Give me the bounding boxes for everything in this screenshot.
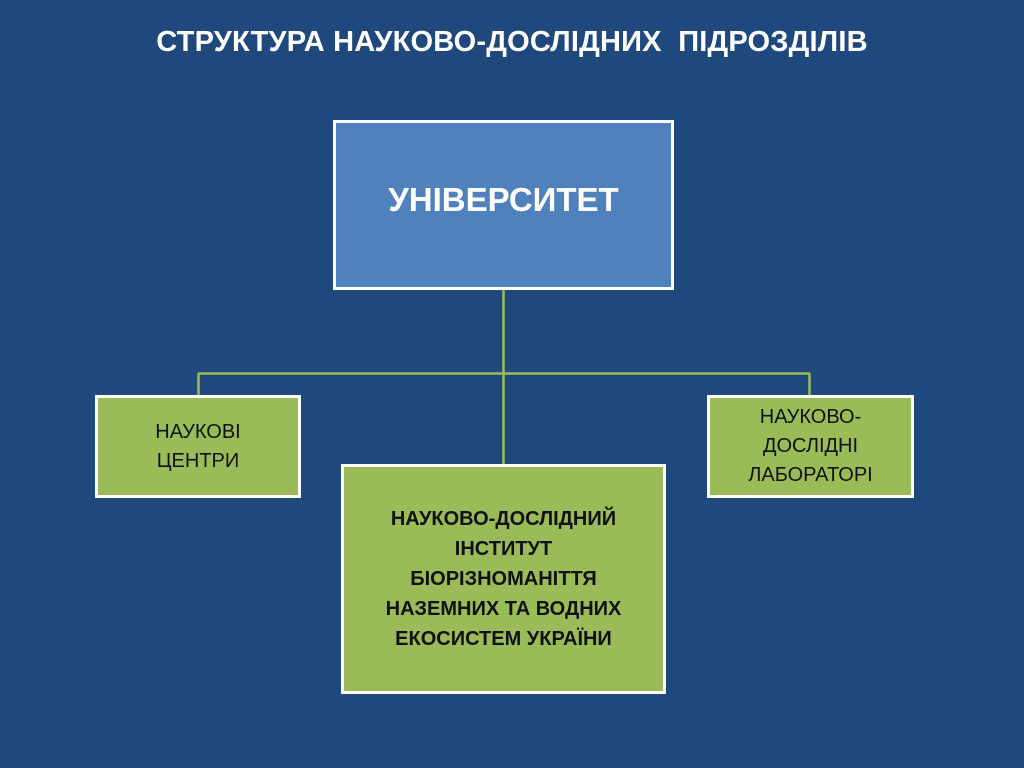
- slide-title: СТРУКТУРА НАУКОВО-ДОСЛІДНИХ ПІДРОЗДІЛІВ: [156, 26, 868, 58]
- university-node-label: УНІВЕРСИТЕТ: [388, 181, 619, 218]
- university-node: УНІВЕРСИТЕТ: [333, 120, 674, 290]
- research-institute-node: НАУКОВО-ДОСЛІДНИЙ ІНСТИТУТ БІОРІЗНОМАНІТ…: [341, 464, 666, 694]
- scientific-centers-node-label: НАУКОВІ ЦЕНТРИ: [155, 420, 241, 472]
- scientific-centers-node: НАУКОВІ ЦЕНТРИ: [95, 395, 301, 498]
- research-institute-node-label: НАУКОВО-ДОСЛІДНИЙ ІНСТИТУТ БІОРІЗНОМАНІТ…: [385, 508, 622, 650]
- research-laboratories-node: НАУКОВО- ДОСЛІДНІ ЛАБОРАТОРІ: [707, 395, 914, 498]
- research-laboratories-node-label: НАУКОВО- ДОСЛІДНІ ЛАБОРАТОРІ: [748, 406, 873, 486]
